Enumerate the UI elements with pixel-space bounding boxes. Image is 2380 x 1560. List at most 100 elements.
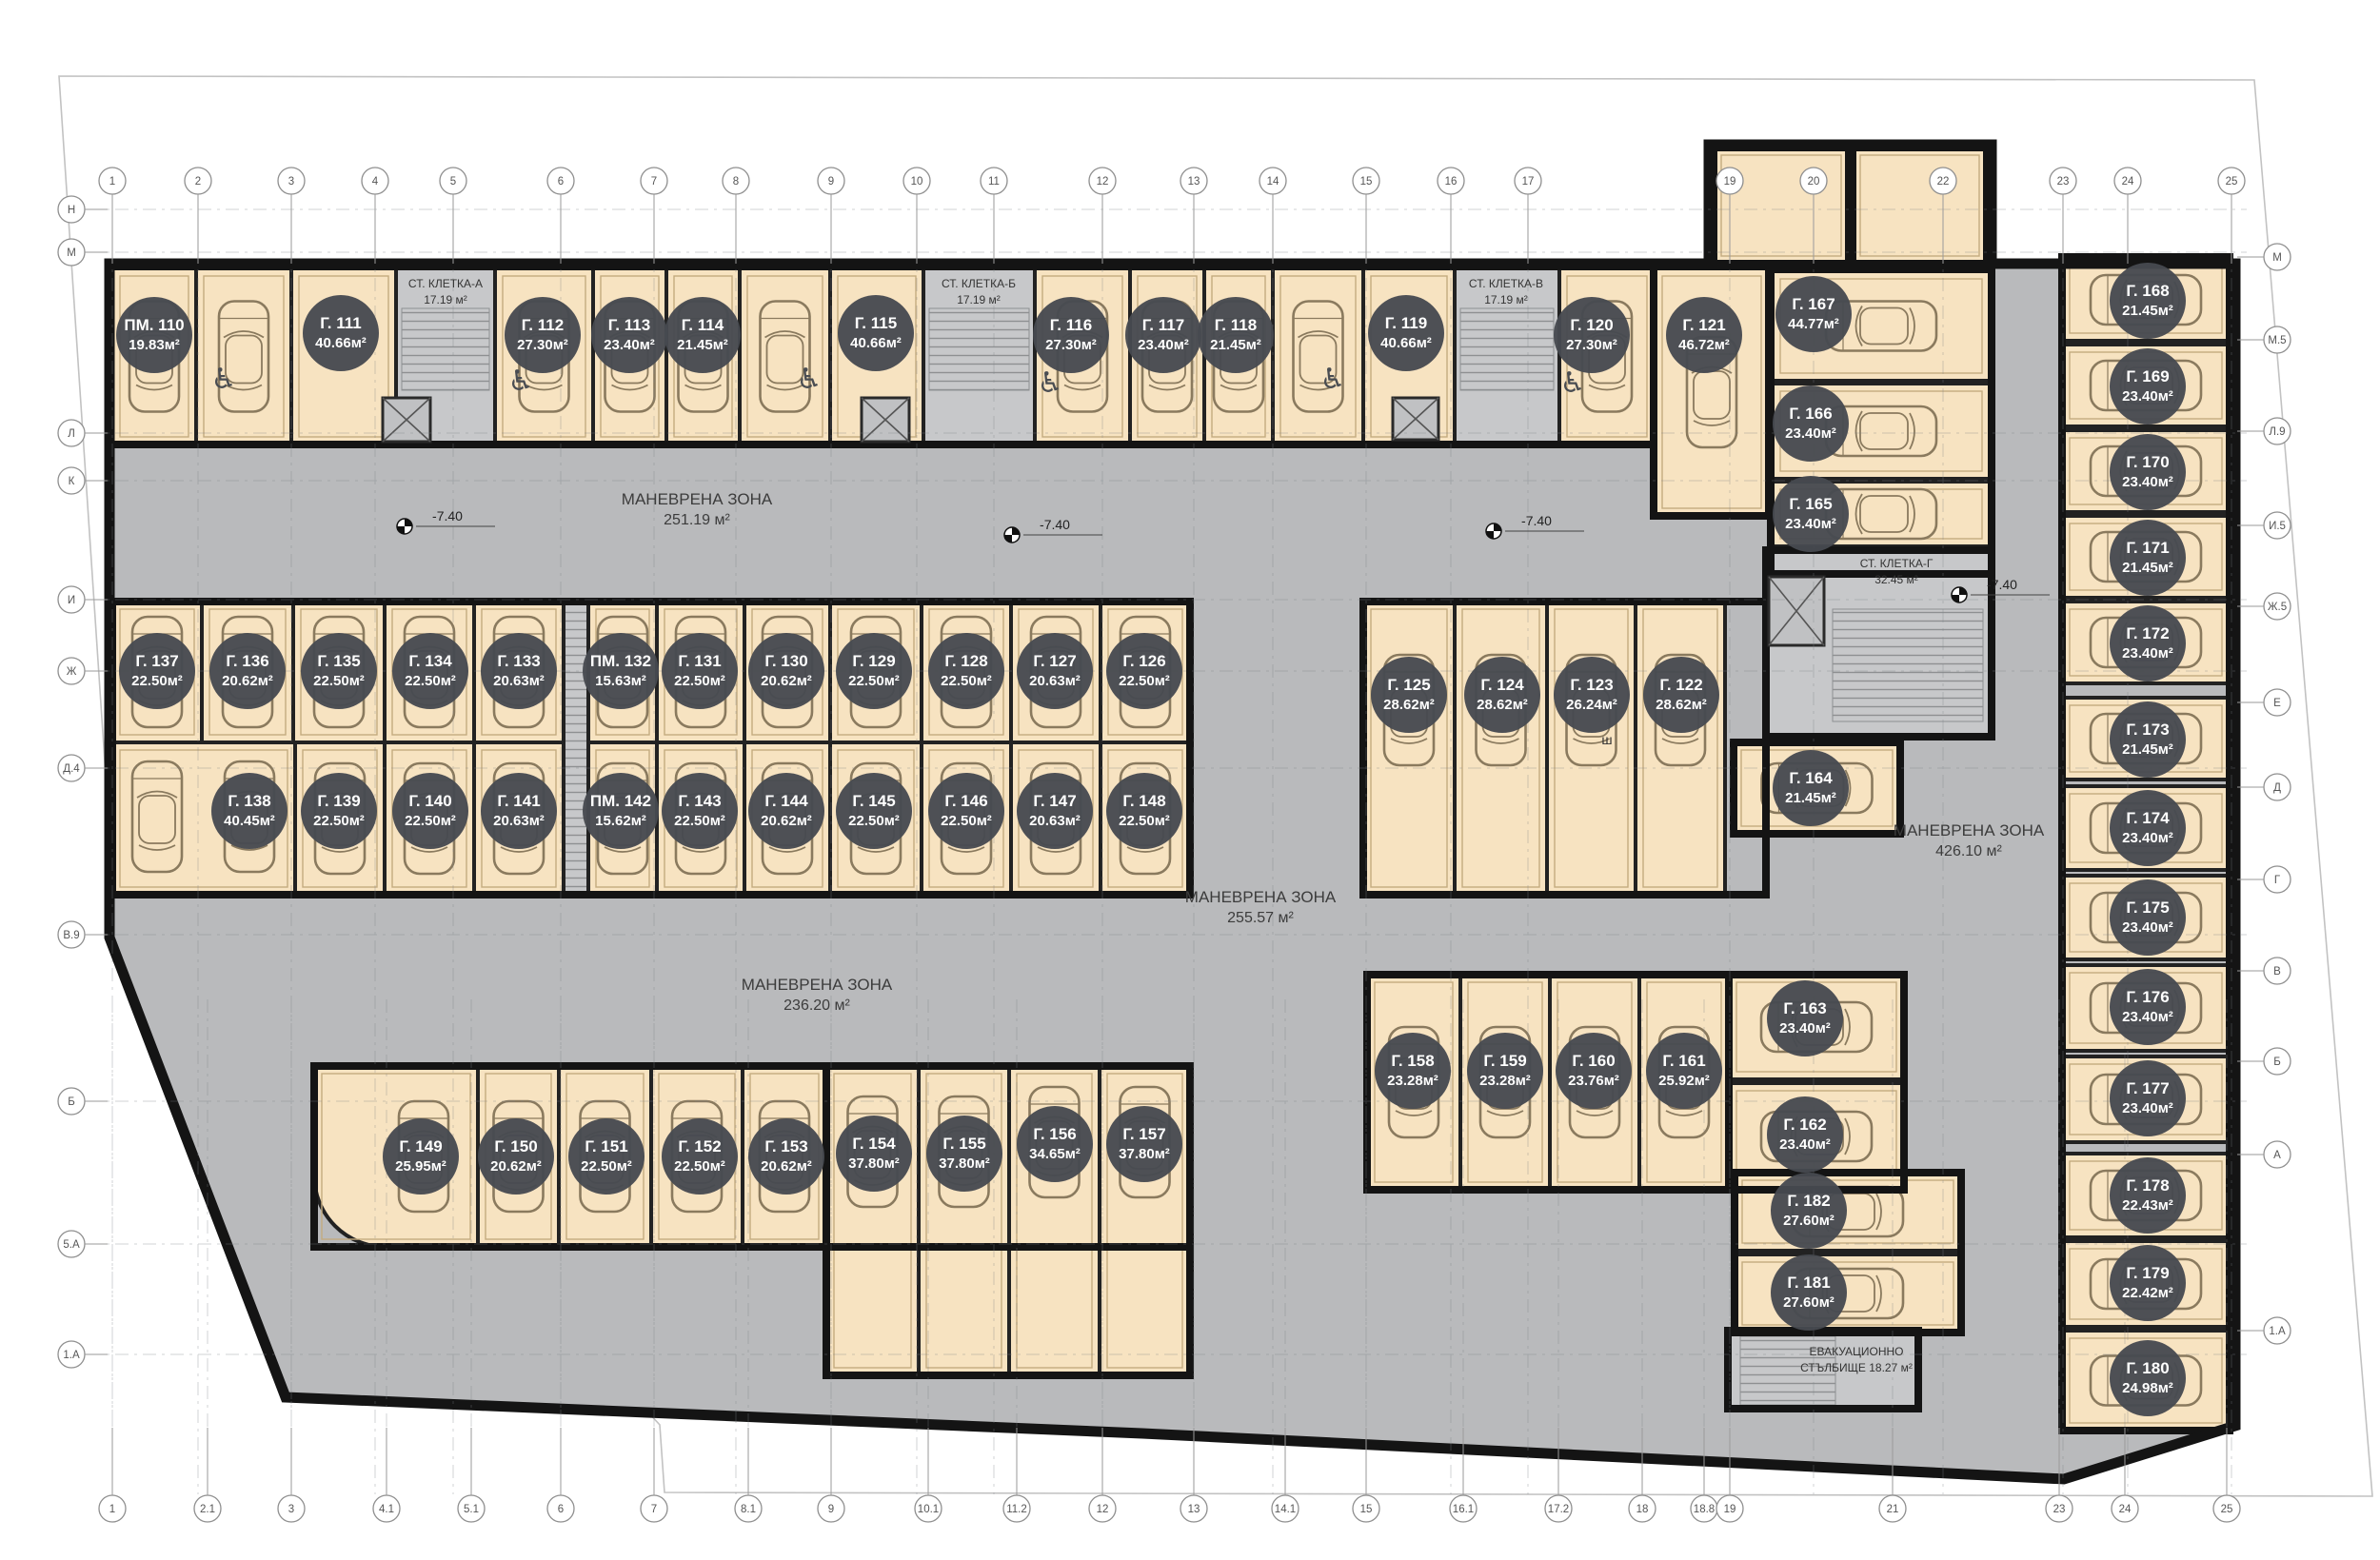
- parking-outline: [1461, 608, 1540, 888]
- grid-bubble-label: 16: [1445, 176, 1458, 188]
- grid-bubble: 9: [817, 1494, 845, 1523]
- grid-bubble-label: 23: [2057, 176, 2070, 188]
- space-area: 27.60м²: [1783, 1213, 1835, 1229]
- space-id: Г. 152: [678, 1137, 721, 1155]
- parking-outline: [119, 749, 288, 888]
- grid-bubble-label: 14: [1267, 176, 1279, 188]
- level-marker: -7.40: [396, 508, 495, 535]
- badge-circle: [478, 1118, 554, 1195]
- grid-bubble: 17.2: [1544, 1494, 1573, 1523]
- grid-bubble: 16: [1437, 167, 1465, 195]
- space-id: Г. 130: [764, 652, 807, 670]
- elevator-icon: [1767, 575, 1826, 647]
- badge-circle: [2110, 605, 2186, 681]
- grid-bubble-label: 1: [109, 176, 115, 188]
- badge-circle: [211, 773, 288, 849]
- stairs-hatch: [401, 307, 490, 391]
- grid-bubble: 13: [1180, 167, 1208, 195]
- room-letter: ш: [1601, 732, 1612, 747]
- space-area: 15.62м²: [595, 813, 646, 829]
- grid-bubble-label: 16.1: [1453, 1504, 1474, 1515]
- grid-bubble: 23: [2045, 1494, 2073, 1523]
- grid-bubble-label: 18.8: [1694, 1504, 1715, 1515]
- grid-bubble-label: 6: [558, 1504, 564, 1515]
- stair-label: СТ. КЛЕТКА-В: [1469, 277, 1543, 290]
- grid-bubble-label: 1.А: [2269, 1326, 2286, 1337]
- grid-bubble-label: Д: [2273, 782, 2281, 794]
- grid-bubble-label: 3: [288, 176, 294, 188]
- elevator-icon: [381, 396, 432, 444]
- grid-bubble: Ж.5: [2263, 592, 2291, 621]
- grid-bubble-label: Г: [2274, 875, 2281, 886]
- level-symbol-wedge: [1012, 527, 1020, 535]
- stairs-hatch: [928, 307, 1030, 391]
- space-id: Г. 179: [2126, 1264, 2169, 1282]
- badge-circle: [1371, 657, 1447, 733]
- badge-circle: [2110, 1245, 2186, 1321]
- wall-block: [1767, 266, 1995, 578]
- space-area: 27.60м²: [1783, 1294, 1835, 1311]
- space-id: Г. 178: [2126, 1176, 2169, 1195]
- badge-circle: [664, 297, 741, 373]
- grid-bubble-label: 23: [2053, 1504, 2066, 1515]
- elevator-cross: [1392, 397, 1439, 441]
- parking-bay: [1712, 146, 1851, 266]
- stairs-hatch: [1459, 307, 1555, 391]
- space-id: Г. 154: [852, 1135, 896, 1153]
- space-area: 22.50м²: [941, 813, 992, 829]
- badge-circle: [1767, 1096, 1843, 1173]
- space-id: Г. 163: [1783, 999, 1826, 1017]
- grid-bubble-label: 9: [828, 1504, 834, 1515]
- garage-cell: [917, 1064, 1011, 1377]
- grid-bubble: 6: [546, 1494, 575, 1523]
- badge-circle: [2110, 263, 2186, 339]
- space-id: Г. 121: [1682, 316, 1725, 334]
- parking-space: [824, 1064, 921, 1377]
- zone-label: МАНЕВРЕНА ЗОНА: [1894, 821, 2045, 839]
- level-value: -7.40: [1521, 513, 1552, 528]
- level-value: -7.40: [432, 508, 463, 523]
- space-id: Г. 167: [1792, 295, 1835, 313]
- grid-bubble-label: 6: [558, 176, 564, 188]
- grid-bubble-label: 24: [2122, 176, 2134, 188]
- parking-space: [1634, 600, 1727, 897]
- grid-bubble-label: 7: [651, 176, 657, 188]
- grid-bubble: 5.1: [457, 1494, 486, 1523]
- space-area: 23.40м²: [2122, 645, 2173, 662]
- space-id: Г. 126: [1122, 652, 1165, 670]
- badge-circle: [383, 1118, 459, 1195]
- badge-circle: [2110, 1157, 2186, 1234]
- grid-bubble-label: 7: [651, 1504, 657, 1515]
- space-area: 27.30м²: [517, 337, 568, 353]
- space-id: Г. 112: [522, 316, 564, 334]
- grid-bubble-label: 2.1: [200, 1504, 215, 1515]
- grid-bubble: 12: [1088, 1494, 1117, 1523]
- grid-bubble: М: [2263, 243, 2291, 271]
- grid-bubble-label: 1: [109, 1504, 115, 1515]
- badge-circle: [116, 297, 192, 373]
- space-area: 23.40м²: [1785, 425, 1836, 442]
- level-symbol-wedge: [1952, 595, 1959, 602]
- parking-outline: [833, 1073, 912, 1369]
- space-area: 22.50м²: [313, 813, 365, 829]
- stair-label: СТ. КЛЕТКА-А: [408, 277, 483, 290]
- parking-space: [1733, 1171, 1963, 1253]
- parking-space: [1361, 600, 1457, 897]
- parking-outline: [1720, 154, 1842, 257]
- grid-bubble: Л: [57, 419, 86, 447]
- grid-bubble: 7: [640, 1494, 668, 1523]
- grid-bubble-label: 17.2: [1548, 1504, 1569, 1515]
- space-area: 23.40м²: [1779, 1020, 1831, 1037]
